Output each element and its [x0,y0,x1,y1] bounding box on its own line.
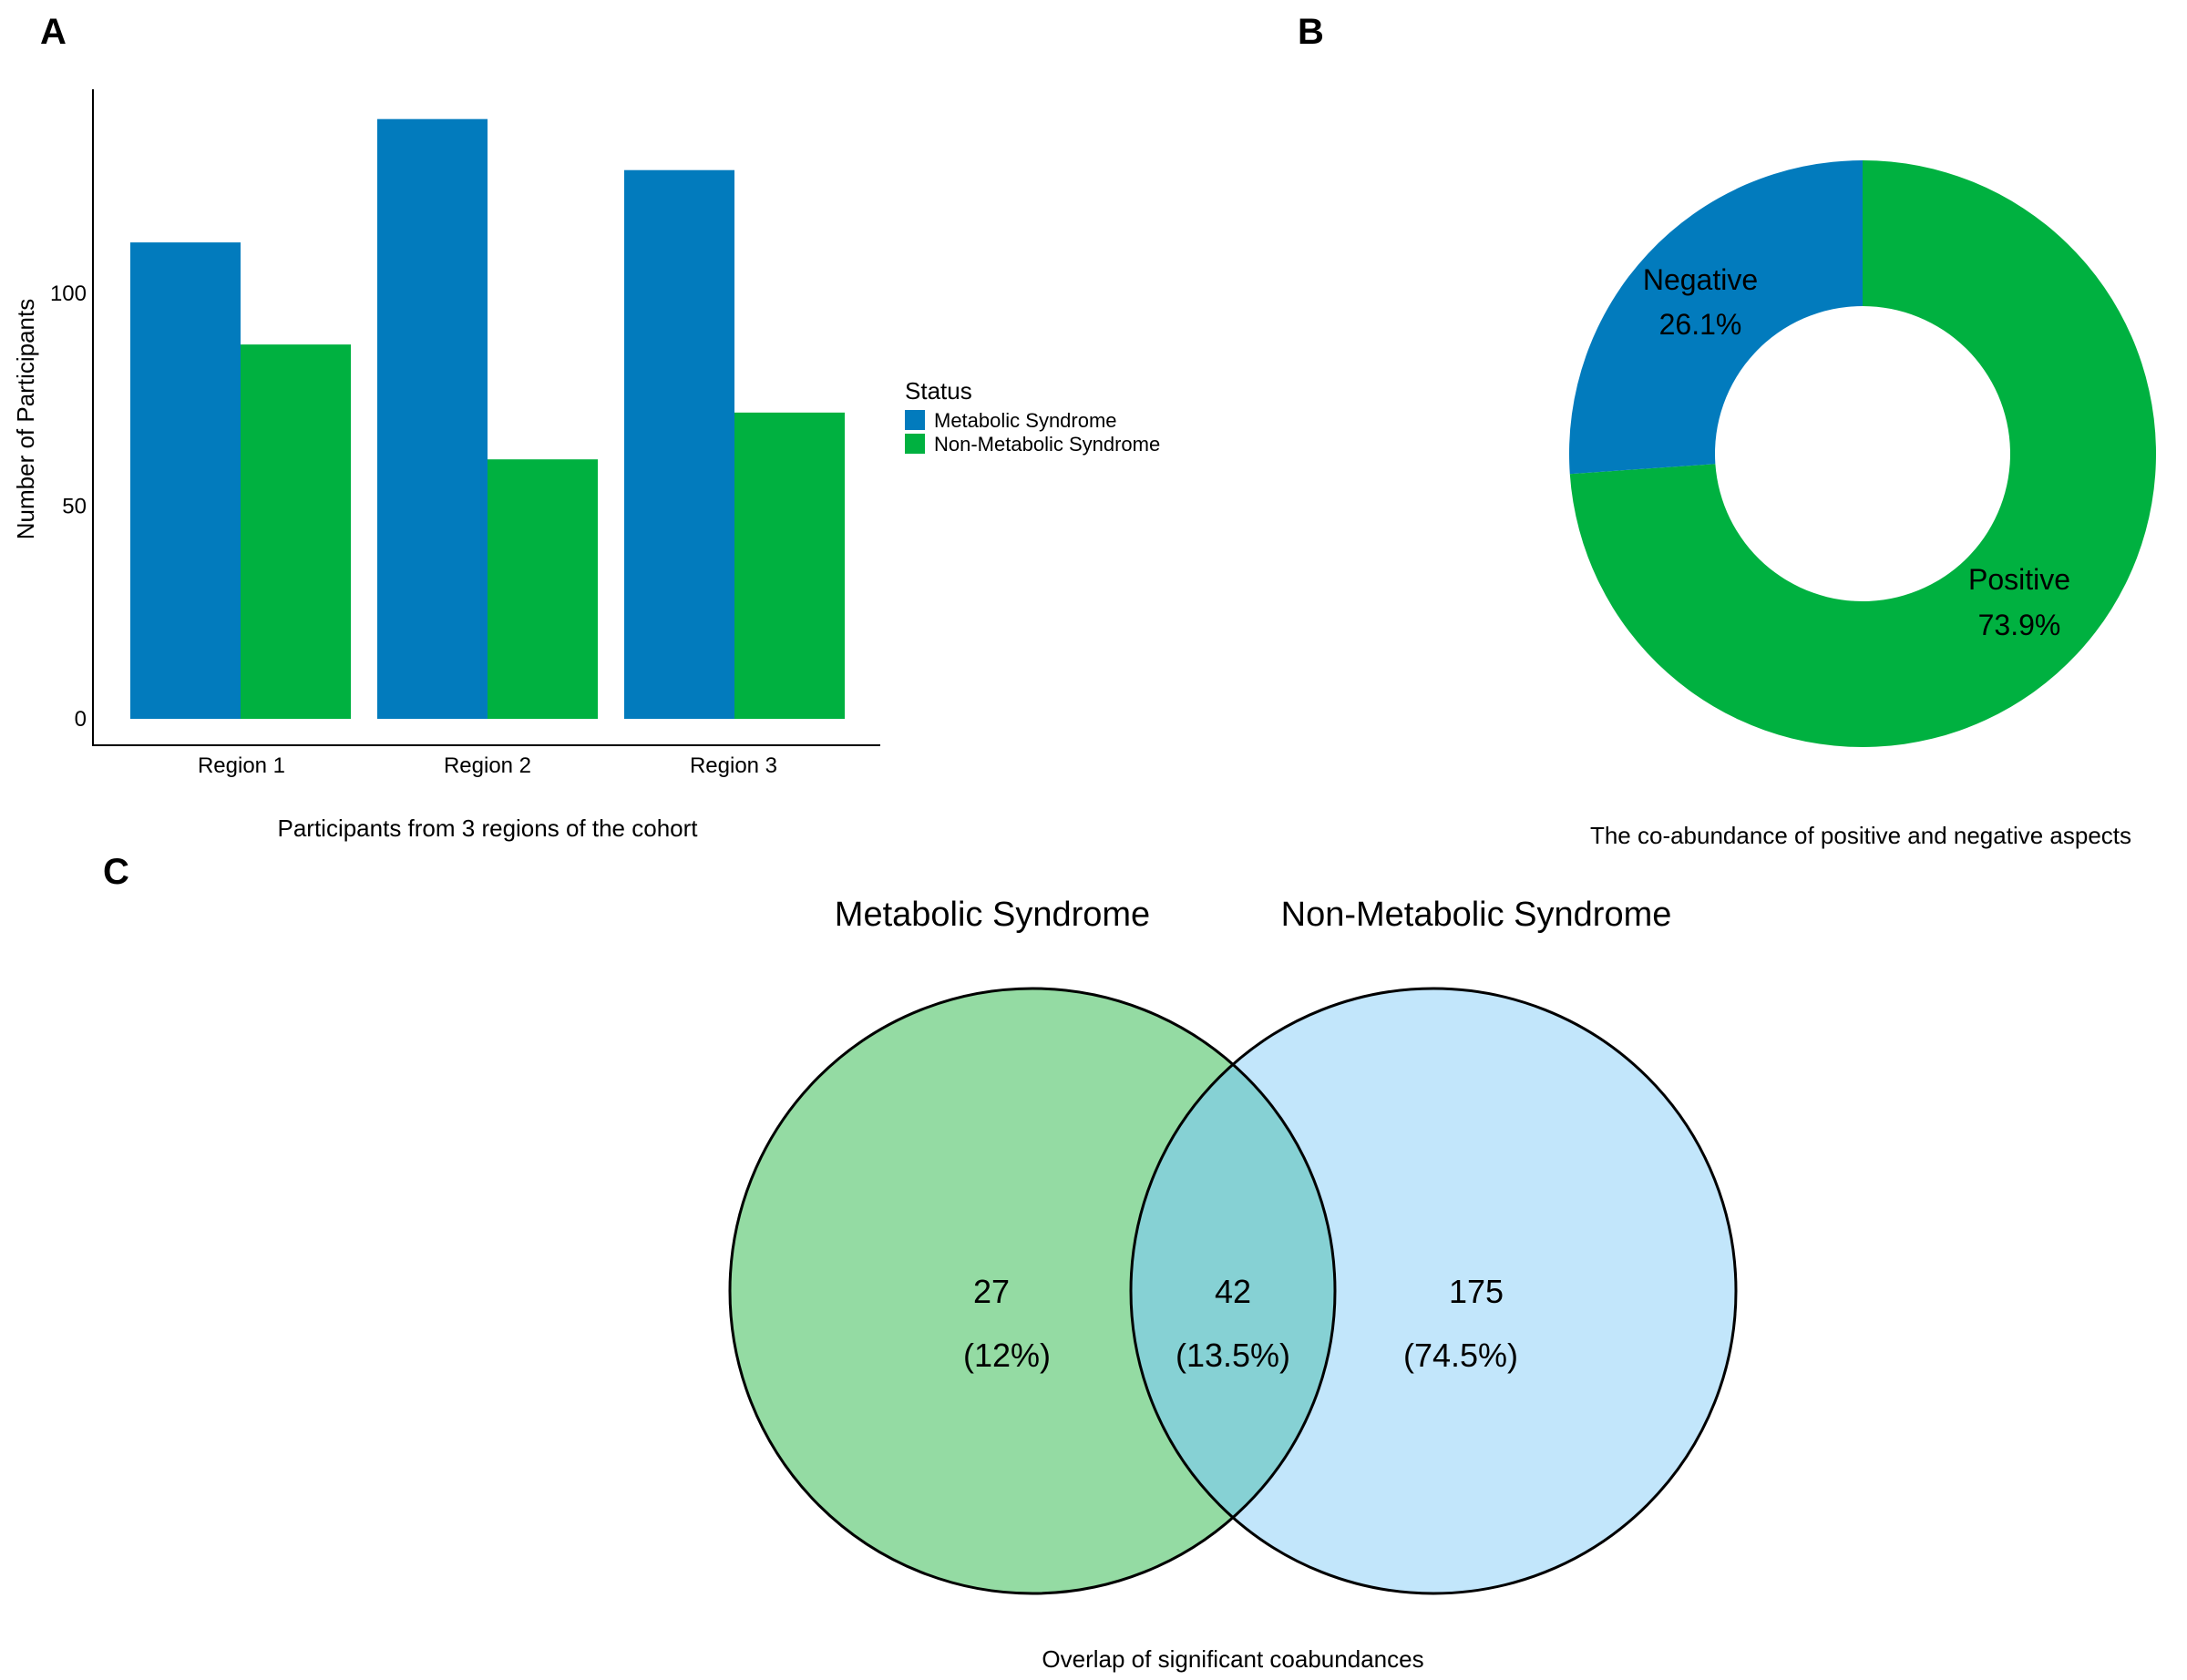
x-tick-region-1: Region 1 [198,753,285,778]
bar-metabolic-region-2 [377,118,488,719]
legend: Status Metabolic Syndrome Non-Metabolic … [905,377,1160,456]
panel-a-letter: A [40,12,67,52]
donut-label-positive: Positive [1968,563,2070,596]
donut-slice-positive [1569,160,2157,747]
panel-b: B Negative 26.1% Positive 73.9% The co-a… [1298,12,2157,849]
bar-chart-bars [130,118,845,720]
venn-outline-metabolic [728,987,1337,1595]
venn-percent-non-metabolic-only: (74.5%) [1403,1337,1518,1374]
bar-non-metabolic-region-1 [241,344,351,719]
venn-count-metabolic-only: 27 [973,1273,1010,1310]
legend-label-metabolic: Metabolic Syndrome [934,409,1117,432]
y-tick-0: 0 [75,707,87,732]
bar-non-metabolic-region-2 [488,459,598,719]
venn-set-title-metabolic: Metabolic Syndrome [835,896,1150,934]
legend-label-non-metabolic: Non-Metabolic Syndrome [934,433,1160,456]
y-tick-50: 50 [62,495,87,519]
venn-outline-non-metabolic [1129,987,1738,1595]
panel-c-letter: C [103,852,129,892]
x-axis-title: Participants from 3 regions of the cohor… [277,814,698,842]
x-tick-region-3: Region 3 [690,753,777,778]
y-tick-100: 100 [50,282,87,306]
panel-c: C Metabolic Syndrome Non-Metabolic Syndr… [103,852,1738,1673]
donut-slices [1569,160,2157,747]
venn-overlap-region [1131,989,1335,1593]
donut-slice-negative [1569,160,1863,475]
legend-swatch-non-metabolic [905,434,925,454]
venn-percent-metabolic-only: (12%) [963,1337,1051,1374]
donut-value-negative: 26.1% [1659,308,1742,341]
legend-title: Status [905,377,972,405]
venn-count-non-metabolic-only: 175 [1449,1273,1504,1310]
venn-percent-overlap: (13.5%) [1176,1337,1290,1374]
panel-b-letter: B [1298,12,1324,52]
donut-label-negative: Negative [1643,263,1758,296]
venn-caption: Overlap of significant coabundances [1042,1645,1423,1673]
legend-swatch-metabolic [905,410,925,430]
y-tick-labels: 0 50 100 [50,282,87,732]
bar-metabolic-region-1 [130,242,241,720]
x-tick-region-2: Region 2 [444,753,531,778]
y-axis-title: Number of Participants [12,299,39,539]
venn-set-title-non-metabolic: Non-Metabolic Syndrome [1281,896,1672,934]
bar-metabolic-region-3 [624,169,734,719]
donut-value-positive: 73.9% [1978,609,2061,641]
panel-a: A 0 50 100 Region 1 Region 2 Region 3 Numb… [12,12,1160,842]
venn-count-overlap: 42 [1215,1273,1251,1310]
donut-caption: The co-abundance of positive and negativ… [1590,822,2131,849]
bar-non-metabolic-region-3 [734,412,845,719]
